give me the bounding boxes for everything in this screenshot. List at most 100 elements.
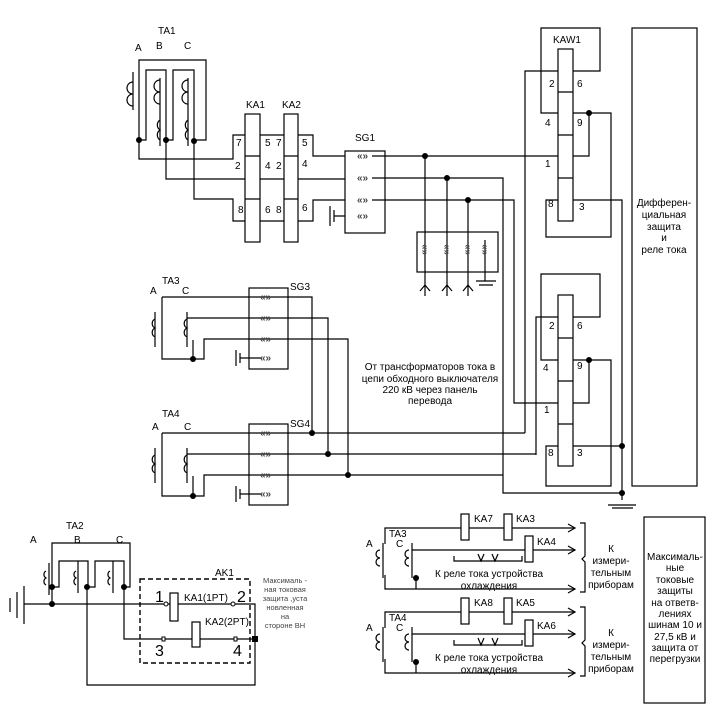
- kaw2-pin: 9: [577, 361, 583, 372]
- overcurrent-box-text: Максималь-: [647, 552, 703, 563]
- sg1-terminal: «»: [357, 195, 369, 206]
- meter-top-ta-label: TA3: [389, 529, 407, 540]
- meters-note: измери-: [592, 556, 629, 567]
- diff-box-text: циальная: [642, 210, 686, 221]
- sg4-terminal: «»: [260, 470, 272, 481]
- hv-note-text: новленная: [266, 603, 303, 612]
- cooling-relay-note: охлаждения: [461, 665, 517, 676]
- kaw1-label: KAW1: [553, 35, 581, 46]
- kaw2-pin: 4: [543, 363, 549, 374]
- sg4-label: SG4: [290, 419, 310, 430]
- sg4-test-block: SG4 «» «» «» «»: [248, 419, 310, 506]
- kaw2-pin: 1: [544, 405, 550, 416]
- ta1-phase-a: A: [135, 43, 142, 54]
- ka1-pin: 8: [238, 205, 244, 216]
- kaw1-pin: 2: [549, 79, 555, 90]
- hv-note-text: стороне ВН: [265, 621, 305, 630]
- kaw2-pin: 8: [548, 448, 554, 459]
- meter-top-phase-c: C: [396, 539, 403, 550]
- metering-circuit-ta4: TA4 A C KA8 KA5 KA6 К реле тока устройст…: [366, 597, 634, 678]
- sg3-terminal: «»: [260, 334, 272, 345]
- kaw1-pin: 6: [577, 79, 583, 90]
- kaw2-pin: 6: [577, 321, 583, 332]
- cooling-relay-note: К реле тока устройства: [435, 653, 543, 664]
- ka2-pin: 7: [276, 138, 282, 149]
- ta4-phase-a: A: [152, 422, 159, 433]
- meters-note: приборам: [588, 663, 634, 675]
- sg1-terminal: «»: [357, 151, 369, 162]
- kaw2-relay: 2 6 4 9 1 8 3: [535, 273, 636, 509]
- ka1-pin: 2: [235, 161, 241, 172]
- ka4-label: KA4: [537, 537, 556, 548]
- ta2-phase-c: C: [116, 535, 123, 546]
- ak1-label: AK1: [215, 568, 234, 579]
- ka2-relay: KA2 7 2 8 5 4 6: [276, 100, 308, 243]
- kaw1-relay: KAW1 2 6 4 9 1 8 3: [524, 27, 623, 500]
- sg3-label: SG3: [290, 282, 310, 293]
- hv-side-note: Максималь - ная токовая защита ,уста нов…: [263, 576, 308, 630]
- ka6-label: KA6: [537, 621, 556, 632]
- connector-terminal: «»: [419, 244, 430, 256]
- ka7-label: KA7: [474, 514, 493, 525]
- kaw1-pin: 3: [579, 202, 585, 213]
- meters-note: приборам: [588, 579, 634, 591]
- ta1-phase-b: B: [156, 41, 163, 52]
- ta3-label: TA3: [162, 276, 180, 287]
- overcurrent-box-text: на ответв-: [651, 598, 698, 609]
- bypass-note-text: цепи обходного выключателя: [362, 373, 498, 385]
- sg1-terminal: «»: [357, 173, 369, 184]
- sg3-terminal: «»: [260, 353, 272, 364]
- ka2-pin: 6: [302, 203, 308, 214]
- hv-note-text: ная токовая: [264, 585, 306, 594]
- overcurrent-box-text: токовые: [656, 575, 695, 586]
- overcurrent-box-text: защиты: [657, 586, 693, 597]
- kaw1-pin: 9: [577, 118, 583, 129]
- sg3-terminal: «»: [260, 292, 272, 303]
- ta3-current-transformer: TA3 A C: [150, 276, 349, 475]
- ta2-phase-b: B: [74, 535, 81, 546]
- ka5-label: KA5: [516, 598, 535, 609]
- ta4-label: TA4: [162, 409, 180, 420]
- ta3-phase-a: A: [150, 286, 157, 297]
- meters-note: тельным: [591, 652, 631, 663]
- overcurrent-protection-box: Максималь- ные токовые защиты на ответв-…: [643, 516, 706, 704]
- sg3-terminal: «»: [260, 313, 272, 324]
- ta4-phase-c: C: [184, 422, 191, 433]
- ka8-label: KA8: [474, 598, 493, 609]
- kaw1-pin: 8: [548, 199, 554, 210]
- meter-bottom-phase-c: C: [396, 623, 403, 634]
- hv-note-text: на: [281, 612, 290, 621]
- ta1-phase-c: C: [184, 41, 191, 52]
- ta1-label: TA1: [158, 26, 176, 37]
- ka2-pin: 5: [302, 138, 308, 149]
- meters-note: тельным: [591, 568, 631, 579]
- ak1-terminal-3: 3: [155, 643, 164, 660]
- overcurrent-box-text: 27,5 кВ и: [654, 632, 696, 643]
- hv-note-text: защита ,уста: [263, 594, 308, 603]
- ta4-current-transformer: TA4 A C: [151, 409, 536, 502]
- hv-note-text: Максималь -: [263, 576, 308, 585]
- bypass-note-text: 220 кВ через панель: [382, 385, 477, 396]
- kaw2-pin: 3: [577, 448, 583, 459]
- ta1-current-transformer: TA1 A B C: [126, 26, 345, 222]
- ak1-terminal-4: 4: [233, 643, 242, 660]
- ka1-pin: 6: [265, 205, 271, 216]
- connector-terminal: «»: [479, 244, 490, 256]
- sg4-terminal: «»: [260, 489, 272, 500]
- overcurrent-box-text: шинам 10 и: [648, 620, 702, 631]
- sg3-test-block: SG3 «» «» «» «»: [248, 282, 310, 370]
- metering-circuit-ta3: TA3 A C KA7 KA3 KA4 К реле тока устройст…: [366, 513, 634, 594]
- sg1-terminal: «»: [357, 211, 369, 222]
- ka1-relay: KA1 7 2 8 5 4 6: [235, 100, 271, 243]
- overcurrent-box-text: ные: [666, 563, 685, 574]
- kaw1-pin: 1: [545, 159, 551, 170]
- meter-top-phase-a: A: [366, 539, 373, 550]
- ka2-2pt-label: KA2(2PT): [205, 617, 249, 628]
- ak1-terminal-1: 1: [155, 589, 164, 606]
- ta2-phase-a: A: [30, 535, 37, 546]
- cooling-relay-note: охлаждения: [461, 581, 517, 592]
- ta2-label: TA2: [66, 521, 84, 532]
- bypass-note-text: От трансформаторов тока в: [365, 361, 495, 373]
- diff-box-text: реле тока: [641, 245, 687, 256]
